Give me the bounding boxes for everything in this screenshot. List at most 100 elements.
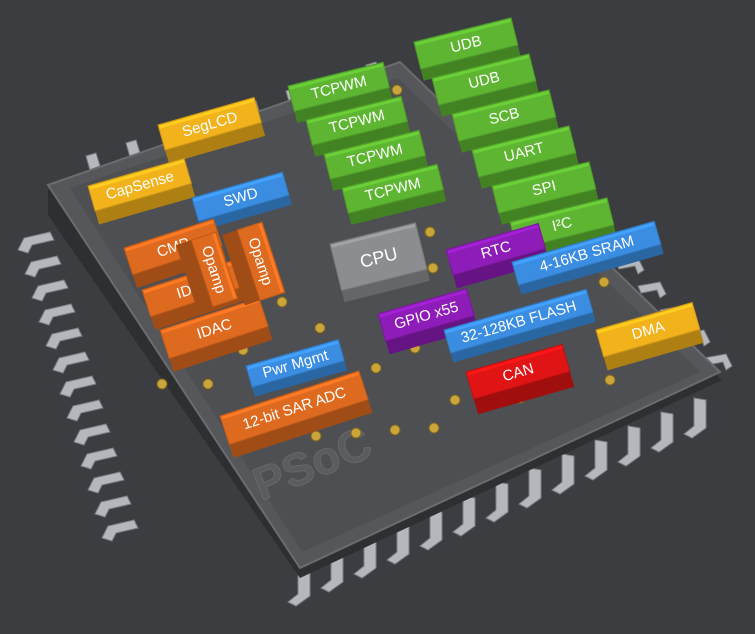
block-highlight <box>289 63 384 90</box>
block-top-face <box>245 338 345 388</box>
pin <box>24 255 62 278</box>
block-top-face <box>443 288 594 354</box>
pin <box>419 509 443 551</box>
pad-dot <box>350 427 362 439</box>
pin <box>584 439 608 481</box>
block-highlight <box>597 303 693 334</box>
block-spi: SPI <box>491 161 599 225</box>
pin <box>637 281 667 299</box>
block-pwr-mgmt: Pwr Mgmt <box>245 338 348 397</box>
block-front-face <box>341 269 430 303</box>
block-highlight <box>473 127 570 154</box>
pad-dot <box>427 262 439 274</box>
block-front-face <box>229 399 373 458</box>
pin <box>38 303 76 326</box>
block-front-face <box>169 326 273 372</box>
block-scb: SCB <box>451 89 559 153</box>
block-highlight <box>161 299 260 334</box>
block-highlight <box>221 372 360 420</box>
pin <box>45 327 83 350</box>
pin <box>683 397 707 439</box>
block-top-face <box>413 17 519 70</box>
block-front-face <box>478 152 579 189</box>
block-seglcd: SegLCD <box>157 96 266 164</box>
block-top-face <box>191 171 290 222</box>
block-highlight <box>379 289 467 318</box>
block-highlight <box>89 159 185 190</box>
block-top-face <box>445 222 547 276</box>
block-top-face <box>159 297 269 360</box>
pin <box>31 279 69 302</box>
pin <box>66 399 104 422</box>
block-opamp: Opamp <box>222 221 286 306</box>
pad-dot <box>428 422 440 434</box>
left-pins <box>17 231 139 542</box>
pin <box>650 411 674 453</box>
block-highlight <box>212 233 237 299</box>
block-top-face <box>341 163 444 214</box>
pin <box>87 471 125 494</box>
pin <box>551 453 575 495</box>
block-top-face <box>157 96 262 151</box>
pad-dot <box>370 362 382 374</box>
block-highlight <box>445 290 587 334</box>
block-label: I²C <box>550 214 574 235</box>
pin <box>73 423 111 446</box>
block-highlight <box>343 165 438 192</box>
block-front-face <box>252 360 348 397</box>
pad-dot <box>449 394 461 406</box>
block-front-face <box>95 183 196 225</box>
block-top-face <box>287 61 390 112</box>
block-highlight <box>433 55 530 82</box>
pin <box>485 481 509 523</box>
block-front-face <box>438 80 539 117</box>
block-top-face <box>323 129 426 180</box>
block-front-face <box>348 189 447 225</box>
pin <box>80 447 118 470</box>
pad-dot <box>314 322 326 334</box>
block-highlight <box>513 222 655 266</box>
block-highlight <box>193 173 283 202</box>
block-highlight <box>511 199 608 226</box>
block-highlight <box>493 163 590 190</box>
block-idac: IDAC <box>159 297 273 372</box>
block-front-face <box>420 44 521 81</box>
block-dma: DMA <box>595 301 704 371</box>
pad-dot <box>391 84 403 96</box>
block-front-face <box>518 244 664 295</box>
block-top-face <box>471 125 577 178</box>
blocks: UDBUDBSCBUARTSPII²CTCPWMTCPWMTCPWMTCPWMS… <box>87 17 704 458</box>
block-label: SPI <box>530 177 558 199</box>
block-top-face <box>511 220 662 286</box>
pad-dot <box>202 378 214 390</box>
block-uart: UART <box>471 125 579 189</box>
block-top-face <box>236 221 286 302</box>
block-highlight <box>247 340 339 370</box>
block-front-face <box>165 122 266 164</box>
block-top-face <box>219 370 369 446</box>
block-top-face <box>123 218 223 276</box>
block-udb: UDB <box>431 53 539 117</box>
block-top-face <box>431 53 537 106</box>
block-12-bit-sar-adc: 12-bit SAR ADC <box>219 370 373 458</box>
pad-dot <box>310 430 322 442</box>
pin <box>94 495 132 518</box>
block-rtc: RTC <box>445 222 550 289</box>
block-front-face <box>603 329 704 371</box>
block-highlight <box>325 131 420 158</box>
pin <box>59 375 97 398</box>
block-top-face <box>465 343 571 400</box>
pad-dot <box>604 374 616 386</box>
block-highlight <box>159 98 255 129</box>
block-top-face <box>87 157 192 212</box>
block-top-face <box>305 95 408 146</box>
pad-dot <box>424 226 436 238</box>
block-top-face <box>377 288 475 342</box>
pin <box>101 519 139 542</box>
block-front-face <box>473 371 575 415</box>
block-top-face <box>451 89 557 142</box>
pad-dot <box>276 296 288 308</box>
pad-dot <box>598 276 610 288</box>
block-highlight <box>331 223 416 248</box>
